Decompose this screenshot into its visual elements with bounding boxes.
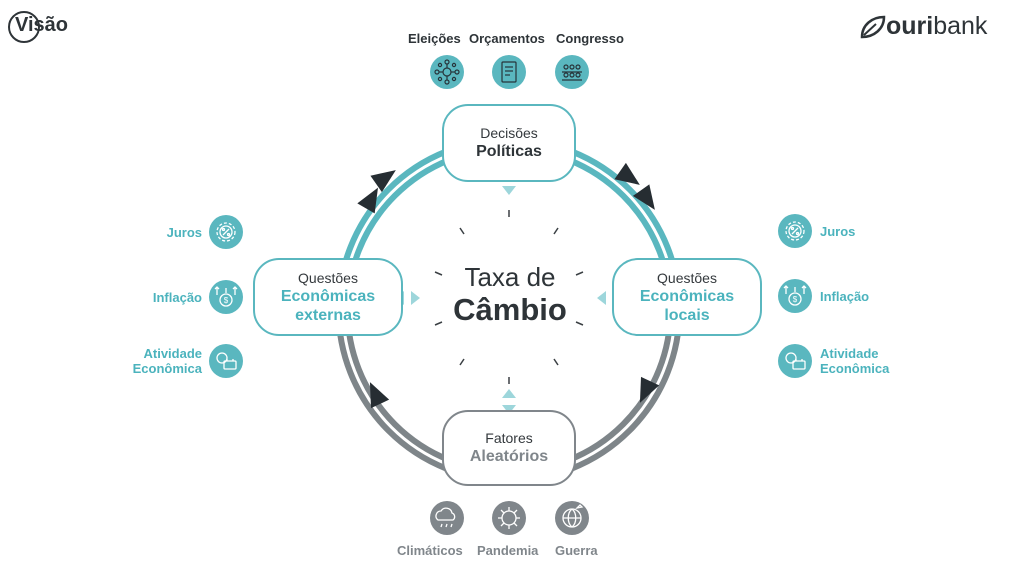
- arrow-top-right-1: [614, 162, 640, 185]
- node-top-line1: Decisões: [480, 125, 538, 141]
- ouribank-logo: ouribank: [886, 12, 987, 41]
- visao-logo: Visão: [15, 14, 68, 36]
- ouribank-leaf-icon: [860, 15, 886, 39]
- label-guerra: Guerra: [555, 543, 598, 558]
- node-left-line3: externas: [295, 306, 361, 324]
- congress-icon: [555, 55, 589, 89]
- label-climaticos: Climáticos: [397, 543, 463, 558]
- label-eleicoes: Eleições: [408, 31, 461, 46]
- war-globe-icon: [555, 501, 589, 535]
- left-business-icon: [209, 344, 243, 378]
- node-right-line1: Questões: [657, 269, 717, 286]
- node-left-line2: Econômicas: [280, 287, 376, 305]
- left-label-atividade: Atividade Econômica: [133, 346, 202, 376]
- center-ticks: [434, 210, 584, 384]
- center-title-line1: Taxa de: [464, 262, 556, 292]
- visao-logo-mark: [8, 11, 40, 43]
- right-percent-gear-icon: [778, 214, 812, 248]
- center-title-line2: Câmbio: [453, 292, 567, 327]
- budget-document-icon: [492, 55, 526, 89]
- node-left-line1: Questões: [298, 269, 358, 286]
- node-right-line3: locais: [664, 306, 710, 324]
- ouribank-logo-bold: ouri: [886, 12, 934, 40]
- right-label-atividade: Atividade Econômica: [820, 346, 889, 376]
- right-label-atividade-line2: Econômica: [820, 361, 890, 376]
- label-congresso: Congresso: [556, 31, 624, 46]
- right-label-inflacao: Inflação: [820, 289, 870, 304]
- left-percent-gear-icon: [209, 215, 243, 249]
- node-fatores-aleatorios: Fatores Aleatórios: [442, 410, 576, 486]
- svg-text:$: $: [793, 295, 798, 304]
- left-label-inflacao: Inflação: [152, 290, 202, 305]
- arrow-top-right-2: [632, 184, 655, 210]
- left-inflation-coin-icon: $: [209, 280, 243, 314]
- right-business-icon: [778, 344, 812, 378]
- left-label-atividade-line1: Atividade: [143, 346, 202, 361]
- right-label-juros: Juros: [820, 224, 856, 239]
- node-bottom-line2: Aleatórios: [469, 448, 549, 465]
- node-bottom-line1: Fatores: [485, 430, 533, 446]
- left-label-juros: Juros: [166, 225, 202, 240]
- left-label-atividade-line2: Econômica: [132, 361, 202, 376]
- arrow-top-left-2: [357, 187, 378, 214]
- node-top-line2: Políticas: [476, 143, 542, 160]
- label-orcamentos: Orçamentos: [469, 31, 545, 46]
- node-questoes-locais: Questões Econômicas locais: [612, 258, 762, 336]
- virus-icon: [492, 501, 526, 535]
- right-inflation-coin-icon: $: [778, 279, 812, 313]
- label-pandemia: Pandemia: [477, 543, 539, 558]
- cycle-arrows: [357, 162, 660, 409]
- node-right-line2: Econômicas: [639, 287, 735, 305]
- node-decisoes-politicas: Decisões Políticas: [442, 104, 576, 182]
- ouribank-logo-regular: bank: [933, 12, 988, 40]
- arrow-top-left-1: [370, 170, 396, 193]
- node-questoes-externas: Questões Econômicas externas: [253, 258, 403, 336]
- right-label-atividade-line1: Atividade: [820, 346, 879, 361]
- arrow-bottom-right: [639, 376, 660, 403]
- network-people-icon: [430, 55, 464, 89]
- arrow-bottom-left: [369, 382, 390, 409]
- weather-icon: [430, 501, 464, 535]
- svg-text:$: $: [224, 296, 229, 305]
